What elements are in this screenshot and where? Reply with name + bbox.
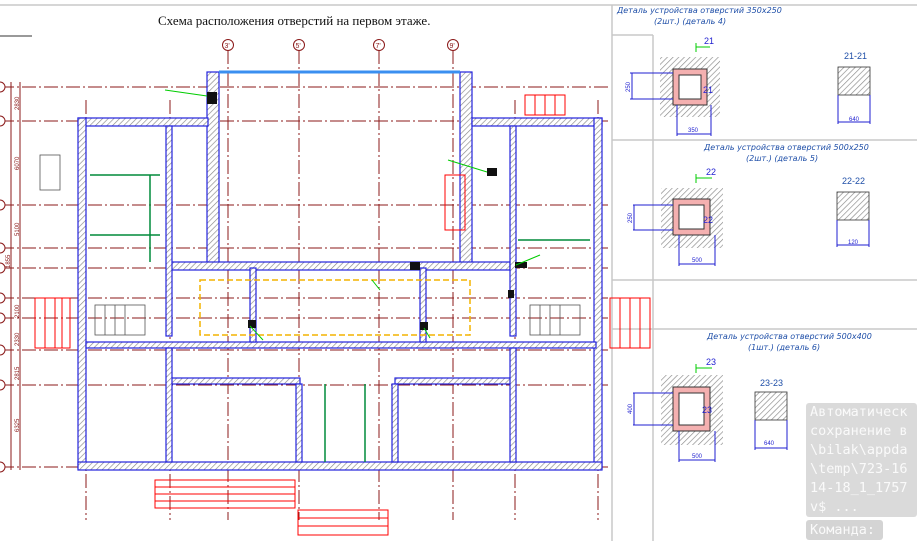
width-dim: 350: [688, 128, 699, 134]
dim-label: 6070: [15, 156, 21, 170]
axis-label: 7': [376, 43, 381, 50]
entrance-stairs: [34, 94, 651, 536]
section-dim: 640: [849, 117, 860, 123]
left-dimension-labels: 2830 6070 5100 1855 2100 2330 2815 6325: [6, 96, 21, 432]
notification-line: 14-18_1_1757: [810, 480, 908, 496]
detail-title: Деталь устройства отверстий 350х250: [616, 6, 782, 15]
dim-label: 6325: [15, 418, 21, 432]
detail-subtitle: (2шт.) (деталь 5): [746, 154, 818, 163]
height-dim: 250: [628, 212, 634, 223]
notification-line: \temp\723-16: [810, 461, 908, 477]
notification-line: v$ ...: [810, 499, 859, 515]
inner-partitions: [90, 174, 590, 462]
command-line-input[interactable]: Команда:: [806, 520, 883, 540]
dim-label: 2330: [15, 332, 21, 346]
width-dim: 500: [692, 454, 703, 460]
section-mark: 22: [703, 215, 713, 225]
notification-line: сохранение в: [810, 423, 908, 439]
autosave-notification: Автоматическ сохранение в \bilak\appda \…: [806, 403, 917, 517]
notification-line: Автоматическ: [810, 404, 908, 420]
detail-title: Деталь устройства отверстий 500х250: [703, 143, 869, 152]
top-axis-markers: 3' 5' 7' 9': [222, 39, 459, 51]
detail-4: Деталь устройства отверстий 350х250 (2шт…: [616, 6, 871, 136]
drawing-title: Схема расположения отверстий на первом э…: [158, 13, 431, 28]
dim-label: 5100: [15, 222, 21, 236]
dim-label: 2100: [15, 304, 21, 318]
internal-stairs: [39, 154, 581, 336]
detail-5: Деталь устройства отверстий 500х250 (2шт…: [628, 143, 870, 266]
dim-label: 2815: [15, 366, 21, 380]
height-dim: 250: [626, 81, 632, 92]
section-mark: 21: [704, 36, 714, 46]
section-title: 23-23: [760, 378, 783, 388]
hole-annotations: [164, 89, 541, 341]
dim-label: 1855: [6, 254, 12, 268]
corridor-outline: [199, 279, 471, 336]
section-title: 22-22: [842, 176, 865, 186]
left-axis-markers: [0, 81, 6, 473]
section-mark: 22: [706, 167, 716, 177]
notification-line: \bilak\appda: [810, 442, 908, 458]
section-dim: 640: [764, 441, 775, 447]
section-title: 21-21: [844, 51, 867, 61]
section-23-view: 23-23 640: [754, 378, 788, 450]
section-mark: 23: [706, 357, 716, 367]
detail-title: Деталь устройства отверстий 500х400: [706, 332, 872, 341]
axis-label: 5': [296, 43, 301, 50]
sheet-frame: [0, 4, 917, 541]
height-dim: 400: [628, 403, 634, 414]
section-mark: 23: [702, 405, 712, 415]
dimension-chain: [10, 82, 21, 470]
dim-label: 2830: [15, 96, 21, 110]
width-dim: 500: [692, 258, 703, 264]
building-walls: [77, 71, 603, 471]
detail-6: Деталь устройства отверстий 500х400 (1шт…: [628, 332, 872, 462]
axis-label: 9': [450, 43, 455, 50]
section-dim: 120: [848, 240, 859, 246]
detail-subtitle: (2шт.) (деталь 4): [654, 17, 726, 26]
axis-label: 3': [225, 43, 230, 50]
section-mark: 21: [703, 85, 713, 95]
detail-subtitle: (1шт.) (деталь 6): [748, 343, 820, 352]
opening-markers: [207, 92, 527, 330]
